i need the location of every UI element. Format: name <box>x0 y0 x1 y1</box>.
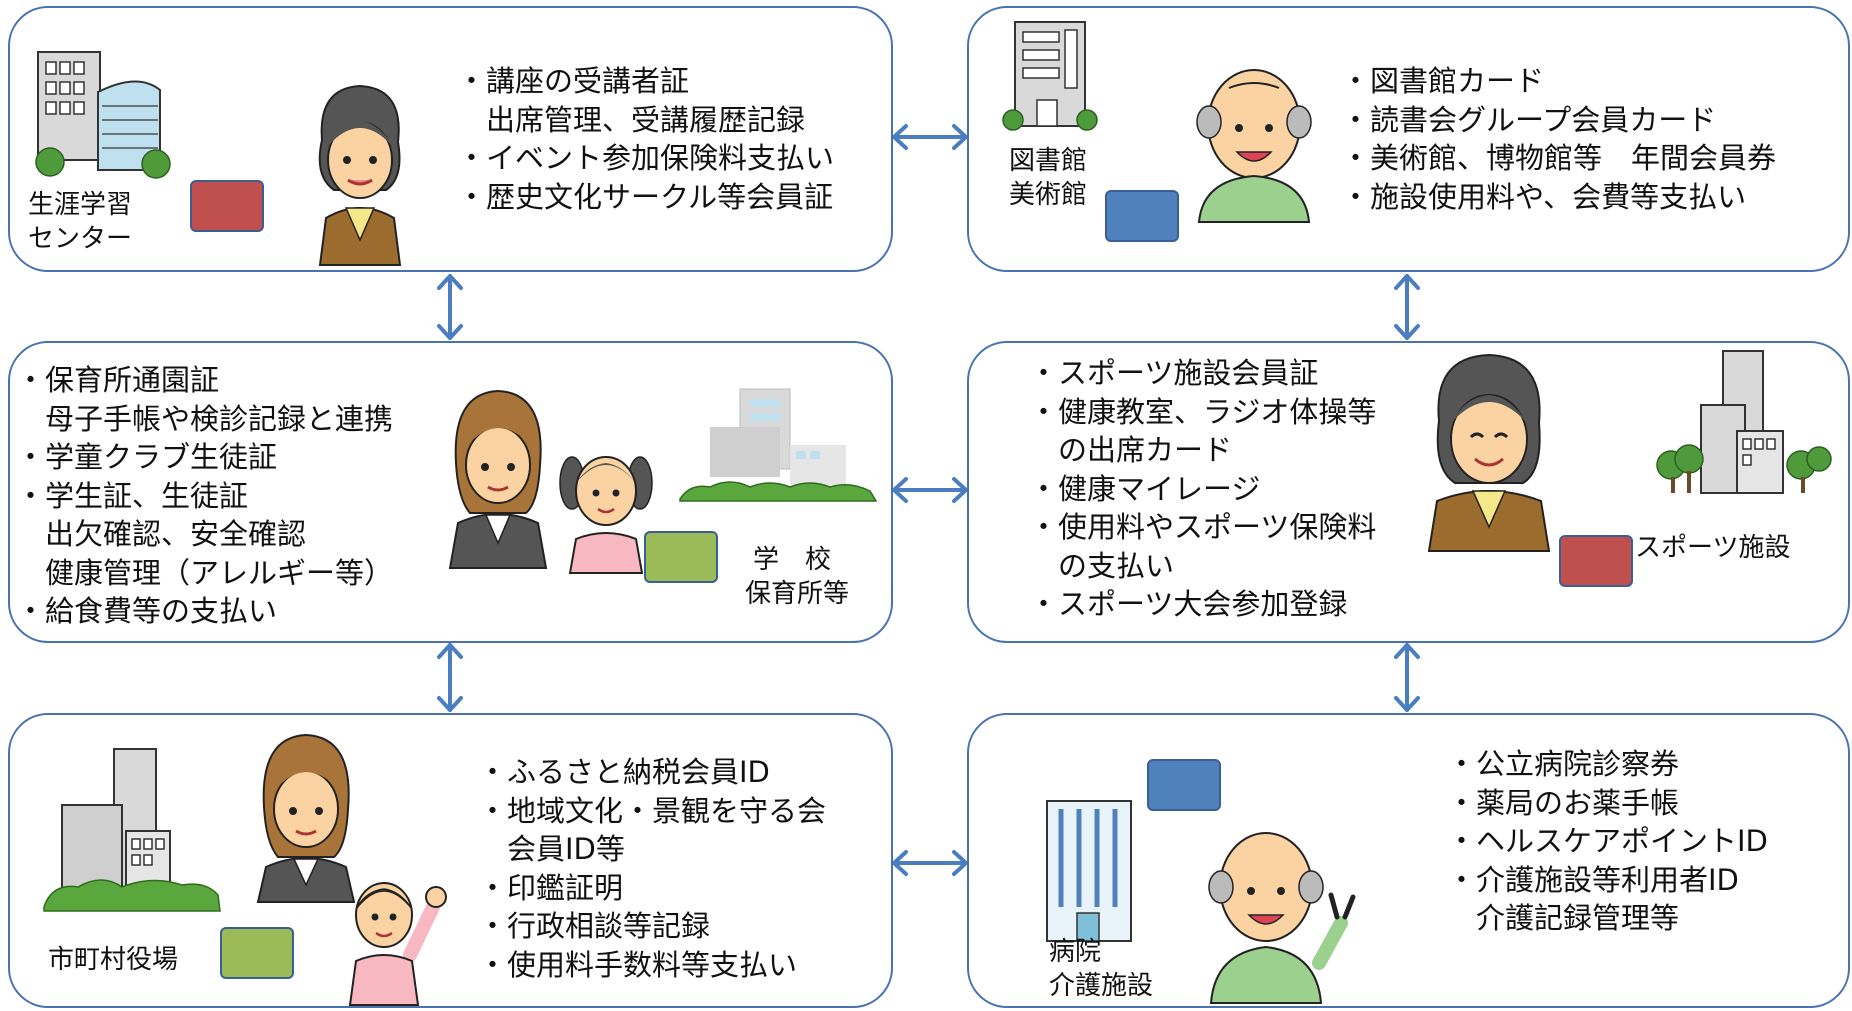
list-item: 健康管理（アレルギー等） <box>16 555 394 590</box>
mother-illustration <box>448 389 548 569</box>
list-item: ・使用料手数料等支払い <box>478 947 798 982</box>
list-item: ・公立病院診察券 <box>1447 747 1680 781</box>
list-item: の支払い <box>1029 548 1175 583</box>
item-list-school: ・保育所通園証 母子手帳や検診記録と連携 ・学童クラブ生徒証 ・学生証、生徒証 … <box>16 361 393 631</box>
list-item: ・健康教室、ラジオ体操等 <box>1029 394 1377 429</box>
library-building-icon <box>1002 21 1098 131</box>
panel-lifelong-learning: 生涯学習 センター ・講座の受講者証 出席管理、受講履歴記録 ・イベント参加保険… <box>8 6 893 272</box>
elderly-man-peace-sign-illustration <box>1208 832 1356 1004</box>
arrow-school-sports <box>892 477 968 503</box>
arrow-library-sports <box>1394 274 1420 340</box>
id-card-green <box>220 927 294 979</box>
woman-illustration <box>318 84 402 266</box>
item-list-library: ・図書館カード ・読書会グループ会員カード ・美術館、博物館等 年間会員券 ・施… <box>1341 62 1776 216</box>
list-item: ・印鑑証明 <box>478 870 624 905</box>
office-building-icon <box>35 51 171 179</box>
facility-label-lifelong: 生涯学習 センター <box>28 190 133 254</box>
hospital-building-icon <box>1046 800 1132 942</box>
arrow-lifelong-library <box>892 124 968 150</box>
child-girl-illustration <box>559 456 653 574</box>
list-item: ・ふるさと納税会員ID <box>478 755 770 789</box>
facility-label-hospital: 病院 介護施設 <box>1049 937 1154 1001</box>
list-item: ・薬局のお薬手帳 <box>1447 785 1680 820</box>
facility-label-school: 学 校 保育所等 <box>745 545 850 609</box>
panel-hospital-care: 病院 介護施設 ・公立病院診察券 ・薬局のお薬手帳 ・ヘルスケアポイントID ・… <box>967 713 1850 1008</box>
id-card-red <box>190 180 264 232</box>
id-card-blue <box>1147 759 1221 811</box>
list-item: ・講座の受講者証 <box>457 64 690 98</box>
facility-label-sports: スポーツ施設 <box>1635 533 1791 563</box>
list-item: ・スポーツ大会参加登録 <box>1029 587 1348 621</box>
school-building-icon <box>679 388 878 502</box>
item-list-lifelong: ・講座の受講者証 出席管理、受講履歴記録 ・イベント参加保険料支払い ・歴史文化… <box>457 62 834 216</box>
arrow-school-cityhall <box>437 643 463 712</box>
facility-label-cityhall: 市町村役場 <box>48 945 179 975</box>
sports-building-icon <box>1656 350 1832 494</box>
item-list-sports: ・スポーツ施設会員証 ・健康教室、ラジオ体操等 の出席カード ・健康マイレージ … <box>1029 354 1376 624</box>
list-item: ・イベント参加保険料支払い <box>457 141 835 175</box>
list-item: 母子手帳や検診記録と連携 <box>16 401 394 436</box>
elderly-woman-illustration <box>1427 353 1551 552</box>
list-item: ・行政相談等記録 <box>478 909 711 943</box>
item-list-hospital: ・公立病院診察券 ・薬局のお薬手帳 ・ヘルスケアポイントID ・介護施設等利用者… <box>1447 745 1768 938</box>
list-item: ・読書会グループ会員カード <box>1341 102 1717 137</box>
list-item: ・学童クラブ生徒証 <box>16 440 278 474</box>
list-item: ・美術館、博物館等 年間会員券 <box>1341 141 1777 175</box>
list-item: ・ヘルスケアポイントID <box>1447 824 1768 858</box>
list-item: ・地域文化・景観を守る会 <box>478 793 827 828</box>
id-card-green <box>644 531 718 583</box>
list-item: ・図書館カード <box>1341 64 1545 98</box>
panel-school-nursery: ・保育所通園証 母子手帳や検診記録と連携 ・学童クラブ生徒証 ・学生証、生徒証 … <box>8 341 893 643</box>
woman-illustration <box>256 733 356 903</box>
facility-label-library: 図書館 美術館 <box>1009 146 1088 210</box>
id-card-blue <box>1105 190 1179 242</box>
arrow-lifelong-school <box>437 274 463 340</box>
arrow-cityhall-hospital <box>892 850 968 876</box>
panel-sports-facility: ・スポーツ施設会員証 ・健康教室、ラジオ体操等 の出席カード ・健康マイレージ … <box>967 341 1850 643</box>
panel-city-hall: 市町村役場 ・ふるさと納税会員ID ・地域文化・景観を守る会 会員ID等 ・印鑑… <box>8 713 893 1008</box>
item-list-cityhall: ・ふるさと納税会員ID ・地域文化・景観を守る会 会員ID等 ・印鑑証明 ・行政… <box>478 753 826 984</box>
list-item: ・保育所通園証 <box>16 363 220 397</box>
list-item: 介護記録管理等 <box>1447 901 1680 935</box>
id-card-red <box>1559 535 1633 587</box>
panel-library-museum: 図書館 美術館 ・図書館カード ・読書会グループ会員カード ・美術館、博物館等 … <box>967 6 1850 272</box>
arrow-sports-hospital <box>1394 643 1420 712</box>
list-item: の出席カード <box>1029 433 1233 467</box>
list-item: ・施設使用料や、会費等支払い <box>1341 179 1747 214</box>
city-hall-building-icon <box>43 748 221 912</box>
list-item: 会員ID等 <box>478 832 625 866</box>
elderly-man-illustration <box>1196 69 1312 223</box>
list-item: 出席管理、受講履歴記録 <box>457 102 806 137</box>
list-item: ・スポーツ施設会員証 <box>1029 356 1319 390</box>
list-item: ・使用料やスポーツ保険料 <box>1029 510 1377 544</box>
list-item: ・健康マイレージ <box>1029 471 1261 506</box>
list-item: 出欠確認、安全確認 <box>16 517 307 551</box>
list-item: ・介護施設等利用者ID <box>1447 862 1739 897</box>
list-item: ・給食費等の支払い <box>16 594 278 628</box>
list-item: ・歴史文化サークル等会員証 <box>457 179 834 214</box>
list-item: ・学生証、生徒証 <box>16 478 249 513</box>
child-cheering-illustration <box>348 882 447 1006</box>
